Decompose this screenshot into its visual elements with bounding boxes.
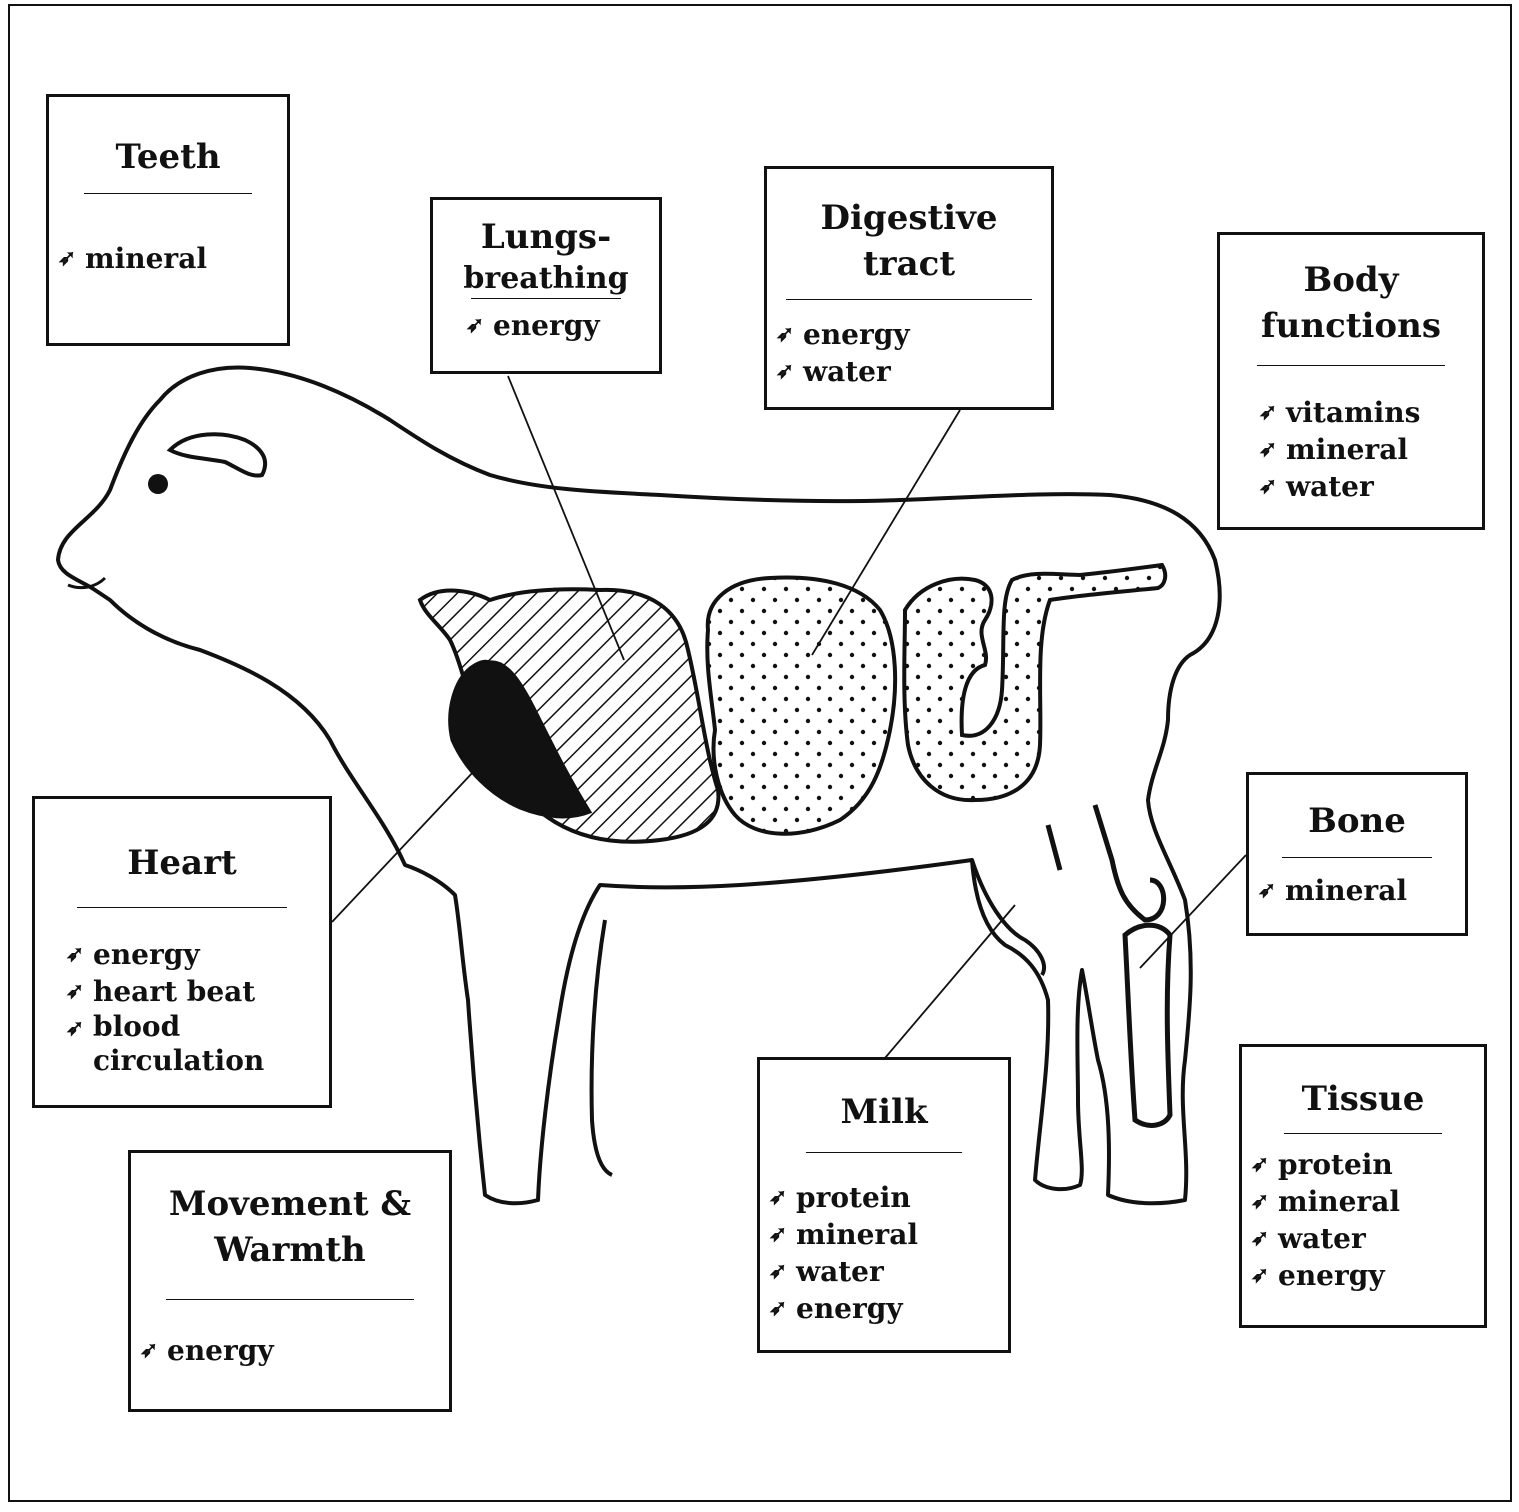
milk-box: Milk ➶protein ➶mineral ➶water ➶energy: [757, 1057, 1011, 1353]
teeth-box: Teeth ➶mineral: [46, 94, 290, 346]
milk-divider: [806, 1152, 962, 1153]
list-item: ➶vitamins: [1250, 394, 1482, 431]
heart-divider: [77, 907, 287, 908]
list-item: ➶water: [1242, 1220, 1400, 1257]
tissue-list: ➶protein ➶mineral ➶water ➶energy: [1242, 1146, 1400, 1294]
arrow-bullet-icon: ➶: [1242, 1183, 1278, 1220]
arrow-bullet-icon: ➶: [760, 1179, 796, 1216]
list-item: ➶water: [1250, 468, 1482, 505]
list-item: ➶mineral: [1249, 872, 1407, 909]
arrow-bullet-icon: ➶: [1242, 1220, 1278, 1257]
intestine-shape: [904, 565, 1165, 800]
body-functions-box: Body functions ➶vitamins ➶mineral ➶water: [1217, 232, 1485, 530]
list-item: ➶heart beat: [57, 973, 329, 1010]
lungs-list: ➶energy: [457, 307, 659, 344]
digestive-list: ➶energy ➶water: [767, 316, 910, 390]
digestive-box: Digestive tract ➶energy ➶water: [764, 166, 1054, 410]
list-item: ➶protein: [760, 1179, 918, 1216]
arrow-bullet-icon: ➶: [1242, 1146, 1278, 1183]
list-item: ➶protein: [1242, 1146, 1400, 1183]
teeth-title: Teeth: [49, 135, 287, 179]
bone-divider: [1282, 857, 1432, 858]
arrow-bullet-icon: ➶: [131, 1332, 167, 1369]
sheep-eye: [148, 474, 168, 494]
bone-leader: [1140, 855, 1246, 968]
arrow-bullet-icon: ➶: [1250, 394, 1286, 431]
movement-divider: [166, 1299, 414, 1300]
sheep-ear: [170, 434, 265, 475]
arrow-bullet-icon: ➶: [767, 316, 803, 353]
heart-title: Heart: [35, 841, 329, 885]
digestive-divider: [786, 299, 1032, 300]
bone-title: Bone: [1249, 799, 1465, 843]
list-item: ➶mineral: [49, 240, 207, 277]
sheep-inner-leg: [592, 920, 612, 1175]
arrow-bullet-icon: ➶: [760, 1253, 796, 1290]
list-item: ➶energy: [767, 316, 910, 353]
arrow-bullet-icon: ➶: [57, 936, 93, 973]
movement-box: Movement & Warmth ➶energy: [128, 1150, 452, 1412]
arrow-bullet-icon: ➶: [1242, 1257, 1278, 1294]
movement-list: ➶energy: [131, 1332, 274, 1369]
heart-leader: [332, 770, 475, 922]
tissue-title: Tissue: [1242, 1077, 1484, 1121]
list-item: ➶energy: [131, 1332, 274, 1369]
arrow-bullet-icon: ➶: [1250, 468, 1286, 505]
heart-box: Heart ➶energy ➶heart beat ➶blood circula…: [32, 796, 332, 1108]
movement-title: Movement & Warmth: [131, 1181, 449, 1273]
body-functions-list: ➶vitamins ➶mineral ➶water: [1250, 394, 1482, 505]
heart-list: ➶energy ➶heart beat ➶blood circulation: [57, 936, 329, 1078]
lungs-title: Lungs- breathing: [433, 216, 659, 300]
arrow-bullet-icon: ➶: [760, 1216, 796, 1253]
list-item: ➶mineral: [760, 1216, 918, 1253]
arrow-bullet-icon: ➶: [1250, 431, 1286, 468]
list-item: ➶mineral: [1242, 1183, 1400, 1220]
arrow-bullet-icon: ➶: [760, 1290, 796, 1327]
arrow-bullet-icon: ➶: [1249, 872, 1285, 909]
list-item: ➶water: [767, 353, 910, 390]
leg-bone-lower: [1125, 925, 1170, 1125]
list-item: ➶energy: [57, 936, 329, 973]
arrow-bullet-icon: ➶: [57, 1010, 93, 1078]
tissue-divider: [1284, 1133, 1442, 1134]
arrow-bullet-icon: ➶: [457, 307, 493, 344]
teeth-list: ➶mineral: [49, 240, 207, 277]
teeth-divider: [84, 193, 252, 194]
bone-box: Bone ➶mineral: [1246, 772, 1468, 936]
milk-leader: [885, 905, 1015, 1058]
body-functions-title: Body functions: [1220, 257, 1482, 349]
tissue-box: Tissue ➶protein ➶mineral ➶water ➶energy: [1239, 1044, 1487, 1328]
list-item: ➶mineral: [1250, 431, 1482, 468]
list-item: ➶blood circulation: [57, 1010, 329, 1078]
list-item: ➶energy: [1242, 1257, 1400, 1294]
list-item: ➶energy: [760, 1290, 918, 1327]
leg-bone-upper: [1048, 805, 1164, 920]
arrow-bullet-icon: ➶: [767, 353, 803, 390]
list-item: ➶energy: [457, 307, 659, 344]
digestive-shape: [707, 577, 895, 833]
arrow-bullet-icon: ➶: [49, 240, 85, 277]
body-functions-divider: [1257, 365, 1445, 366]
bone-list: ➶mineral: [1249, 872, 1407, 909]
milk-list: ➶protein ➶mineral ➶water ➶energy: [760, 1179, 918, 1327]
arrow-bullet-icon: ➶: [57, 973, 93, 1010]
milk-title: Milk: [760, 1090, 1008, 1134]
lungs-box: Lungs- breathing ➶energy: [430, 197, 662, 374]
digestive-title: Digestive tract: [767, 195, 1051, 287]
list-item: ➶water: [760, 1253, 918, 1290]
